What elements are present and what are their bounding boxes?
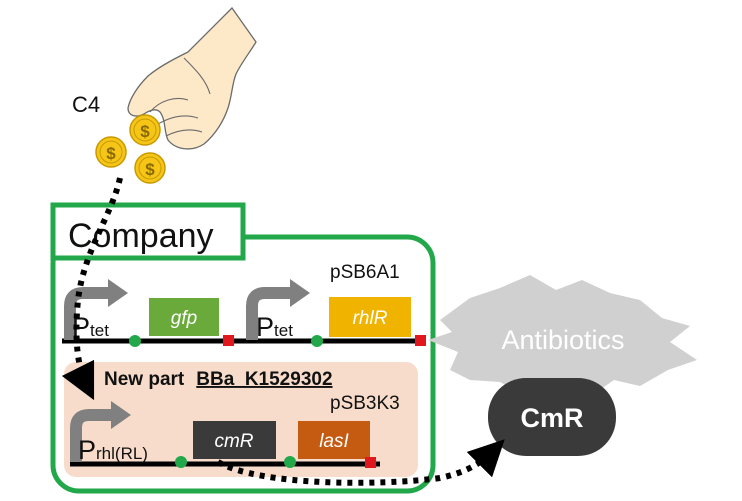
company-label: Company [68,217,214,255]
promoter-label: Prhl(RL) [78,435,148,465]
antibiotics-label: Antibiotics [501,325,624,355]
svg-text:$: $ [145,160,155,179]
plasmid-label-bottom: pSB3K3 [330,393,400,414]
gene-lasI-label: lasI [319,431,349,452]
terminator-marker [223,335,234,346]
coin-icon: $ [129,114,161,146]
cmr-pill [488,378,616,456]
rbs-marker [175,456,187,468]
promoter-arrow-icon [70,409,113,462]
promoter-arrowhead-icon [290,279,310,307]
promoter-arrow-icon [64,287,110,340]
cmr-pill-label: CmR [520,403,583,433]
rbs-marker [284,456,296,468]
antibiotics-burst [428,275,697,398]
gene-rhlR [329,297,411,337]
gene-gfp-label: gfp [171,308,197,329]
gene-cmR [193,421,276,459]
coin-icon: $ [95,136,127,168]
hand-icon [127,6,257,150]
svg-text:$: $ [140,122,150,141]
promoter-arrow-icon [246,287,292,340]
svg-text:$: $ [106,144,116,163]
promoter-arrowhead-icon [111,401,131,429]
rbs-marker [311,335,323,347]
promoter-arrowhead-icon [108,279,128,307]
terminator-marker [365,457,376,468]
company-label-box [50,202,246,261]
plasmid-label-top: pSB6A1 [330,262,400,283]
gene-gfp [149,298,219,336]
gene-lasI [298,421,370,459]
gene-rhlR-label: rhlR [353,308,388,329]
c4-label: C4 [72,92,100,117]
promoter-label: Ptet [72,312,109,342]
coin-icon: $ [134,152,166,184]
rbs-marker [129,335,141,347]
promoter-label: Ptet [256,312,293,342]
terminator-marker [415,335,426,346]
gene-cmR-label: cmR [214,431,253,452]
